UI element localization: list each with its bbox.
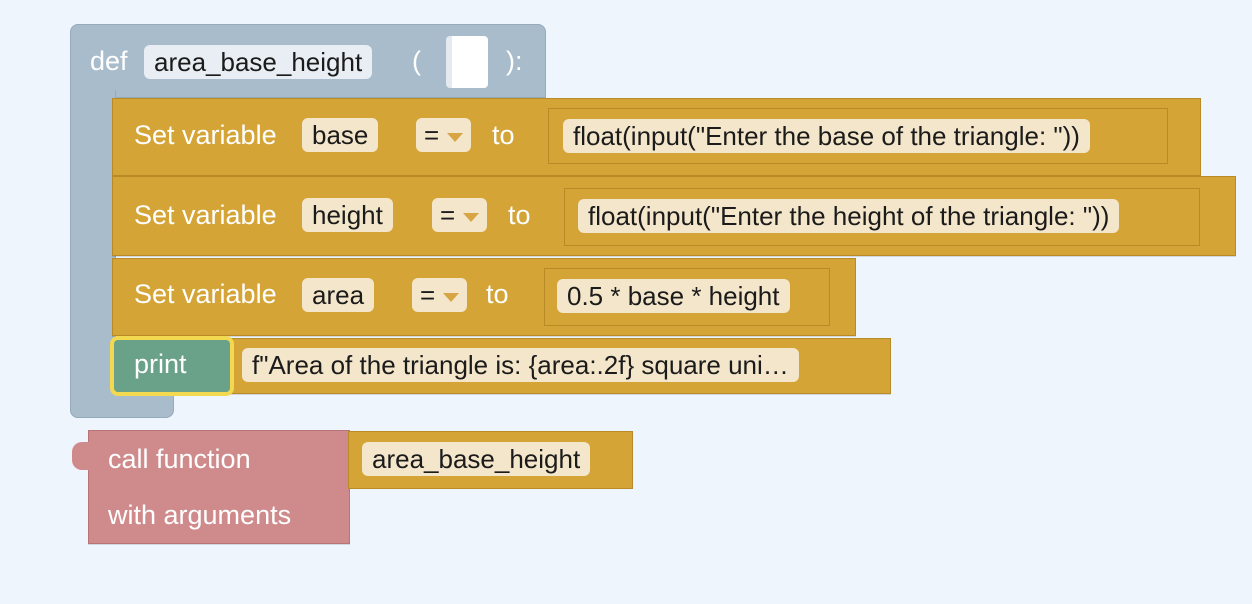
def-keyword: def	[90, 46, 128, 76]
set-variable-label: Set variable	[134, 120, 277, 150]
operator-label: =	[424, 120, 440, 150]
called-function-name-field[interactable]: area_base_height	[362, 442, 591, 476]
to-label: to	[508, 200, 531, 230]
close-paren: ):	[506, 46, 523, 76]
chevron-down-icon	[463, 212, 480, 222]
empty-parameter-slot[interactable]	[446, 36, 488, 88]
value-expression-field[interactable]: float(input("Enter the height of the tri…	[578, 199, 1120, 233]
call-function-label: call function	[108, 444, 251, 474]
with-arguments-label: with arguments	[108, 500, 292, 530]
operator-label: =	[420, 280, 436, 310]
operator-dropdown[interactable]: =	[412, 278, 468, 312]
operator-label: =	[440, 200, 456, 230]
to-label: to	[486, 279, 509, 309]
variable-name-field[interactable]: height	[302, 198, 393, 232]
print-argument-field[interactable]: f"Area of the triangle is: {area:.2f} sq…	[242, 348, 799, 382]
chevron-down-icon	[443, 292, 460, 302]
variable-name-field[interactable]: base	[302, 118, 379, 152]
set-variable-label: Set variable	[134, 279, 277, 309]
open-paren: (	[412, 46, 421, 76]
print-label: print	[134, 349, 187, 379]
operator-dropdown[interactable]: =	[416, 118, 472, 152]
value-expression-field[interactable]: float(input("Enter the base of the trian…	[563, 119, 1090, 153]
function-name-field[interactable]: area_base_height	[144, 45, 373, 79]
function-def-spine	[70, 90, 116, 418]
operator-dropdown[interactable]: =	[432, 198, 488, 232]
variable-name-field[interactable]: area	[302, 278, 375, 312]
call-function-puzzle-tab	[72, 442, 92, 470]
to-label: to	[492, 120, 515, 150]
chevron-down-icon	[447, 132, 464, 142]
value-expression-field[interactable]: 0.5 * base * height	[557, 279, 790, 313]
print-block[interactable]	[110, 336, 234, 396]
set-variable-label: Set variable	[134, 200, 277, 230]
